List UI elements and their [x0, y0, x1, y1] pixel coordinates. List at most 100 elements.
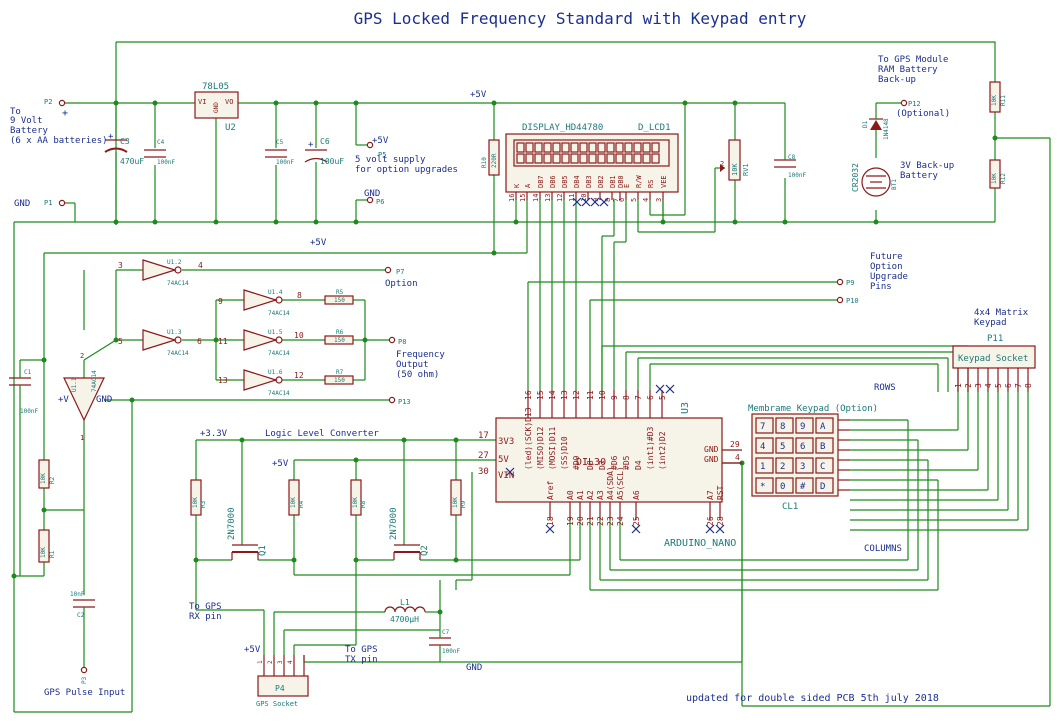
svg-text:4: 4 — [287, 660, 294, 664]
level-5v: +5V — [272, 459, 289, 469]
keypad-keys — [755, 417, 834, 494]
keypad-socket-title-1: 4x4 Matrix — [974, 308, 1029, 318]
c2-label: C2 — [77, 612, 85, 619]
nano-bottom-pin-6: 24 — [616, 516, 625, 526]
junctions — [11, 100, 998, 615]
key-C: C — [820, 462, 825, 472]
lcd-pin-num-7: 9 — [592, 198, 600, 202]
u16-in: 13 — [218, 376, 228, 385]
q1-val: 2N7000 — [227, 507, 237, 540]
lcd-pin-10: E — [623, 184, 631, 188]
lcd-pin-num-10: 6 — [618, 198, 626, 202]
diode-d1 — [870, 120, 882, 130]
lcd-pin-12: RS — [647, 180, 655, 188]
gps-backup-2: RAM Battery — [878, 65, 938, 75]
resistor-r7 — [324, 375, 354, 385]
resistor-r8 — [350, 479, 362, 516]
nano-vin: VIN — [498, 471, 514, 481]
p4-label: P4 — [275, 684, 285, 693]
resistor-r12 — [989, 159, 1001, 189]
u14-ref: U1.4 — [268, 289, 283, 296]
lcd-pin-7: DB2 — [597, 175, 605, 188]
r2-label: R2 — [49, 476, 56, 484]
backup-battery-1: 3V Back-up — [900, 161, 954, 171]
keypad-socket-name: Keypad Socket — [958, 354, 1028, 364]
lcd-pin-2: DB7 — [537, 175, 545, 188]
lcd-pin-num-12: 4 — [642, 198, 650, 202]
nano-dil: DIL30 — [576, 457, 606, 468]
lcd-pin-num-8: 8 — [604, 198, 612, 202]
key-9: 9 — [800, 422, 805, 432]
r10-label: R10 — [481, 157, 488, 168]
p7-label: P7 — [396, 268, 404, 276]
r1-label: R1 — [49, 550, 56, 558]
nano-bottom-pin-3: 21 — [586, 516, 595, 526]
nano-p30: 30 — [478, 467, 489, 477]
nano-bottom-pin-9: 28 — [716, 516, 725, 526]
plus5v-top: +5V — [470, 90, 487, 100]
nano-top-pin-1: 15 — [536, 390, 545, 400]
lcd-pin-4: DB5 — [561, 175, 569, 188]
lcd-pin-13: VEE — [660, 175, 668, 188]
keypad-socket-ref: P11 — [987, 334, 1003, 344]
nano-top-pin-5: 11 — [586, 390, 595, 400]
r7-label: R7 — [336, 369, 344, 376]
u11-p1: 1 — [80, 434, 84, 442]
resistor-r6 — [324, 335, 354, 345]
keypad-socket-pin-4: 4 — [984, 383, 993, 388]
u12-ref: U1.2 — [167, 259, 182, 266]
lcd-pin-num-6: 10 — [580, 194, 588, 202]
option-label: Option — [385, 279, 418, 289]
c6-label: C6 — [320, 137, 330, 146]
freq-out-1: Frequency — [396, 350, 445, 360]
keypad-socket — [952, 345, 1036, 369]
nano-name: ARDUINO_NANO — [664, 538, 736, 549]
key-6: 6 — [800, 442, 805, 452]
regulator-ref: U2 — [225, 123, 236, 133]
battery-label-line2: 9 Volt — [10, 116, 43, 126]
c8-value: 100nF — [788, 172, 806, 179]
c5-value: 100nF — [276, 159, 294, 166]
c6-plus: + — [308, 140, 314, 150]
lcd-pin-stubs — [515, 192, 664, 200]
connector-pads — [58, 99, 908, 674]
r12-value: 10K — [991, 173, 998, 184]
nano-top-label-1: (MISO)D12 — [536, 426, 545, 470]
gnd-p6: GND — [364, 189, 380, 199]
c1-label: C1 — [24, 369, 32, 376]
keypad-socket-pin-8: 8 — [1024, 383, 1033, 388]
rv1-value: 10K — [731, 163, 739, 176]
keypad-socket-pin-6: 6 — [1004, 383, 1013, 388]
r11-value: 10K — [991, 95, 998, 106]
pot-wiper-arrow — [720, 164, 725, 172]
p9-label: P9 — [846, 279, 854, 287]
gps-pulse-label: GPS Pulse Input — [44, 688, 125, 698]
nano-top-label-2: (MOSI)D11 — [548, 426, 557, 470]
gps-socket-name: GPS Socket — [256, 700, 298, 708]
keypad-socket-title-2: Keypad — [974, 318, 1007, 328]
p3-label: P3 — [81, 676, 88, 684]
q1-ref: Q1 — [258, 545, 268, 556]
lcd-name: DISPLAY_HD44780 — [522, 123, 603, 133]
nano-bottom-label-9: RST — [716, 485, 725, 500]
nano-top-label-4: #D9 — [572, 455, 581, 470]
freq-out-3: (50 ohm) — [396, 370, 439, 380]
regulator-label: 78L05 — [202, 82, 229, 92]
key-#: # — [800, 482, 806, 492]
key-3: 3 — [800, 462, 805, 472]
r11-label: R11 — [1000, 95, 1007, 106]
lcd-pin-6: DB3 — [585, 175, 593, 188]
keypad-socket-stubs — [957, 368, 1029, 392]
nano-gnd-2: GND — [704, 455, 719, 464]
gnd-left-label: GND — [14, 199, 30, 209]
u14-in: 9 — [218, 297, 223, 306]
lcd-pin-num-0: 16 — [508, 194, 516, 202]
r9-label: R9 — [460, 500, 467, 508]
u16-val: 74AC14 — [268, 390, 290, 397]
keypad-body — [751, 413, 839, 497]
rv1-pin2: 2 — [720, 160, 724, 168]
tx-label-1: To GPS — [345, 645, 378, 655]
nano-p17: 17 — [478, 431, 489, 441]
